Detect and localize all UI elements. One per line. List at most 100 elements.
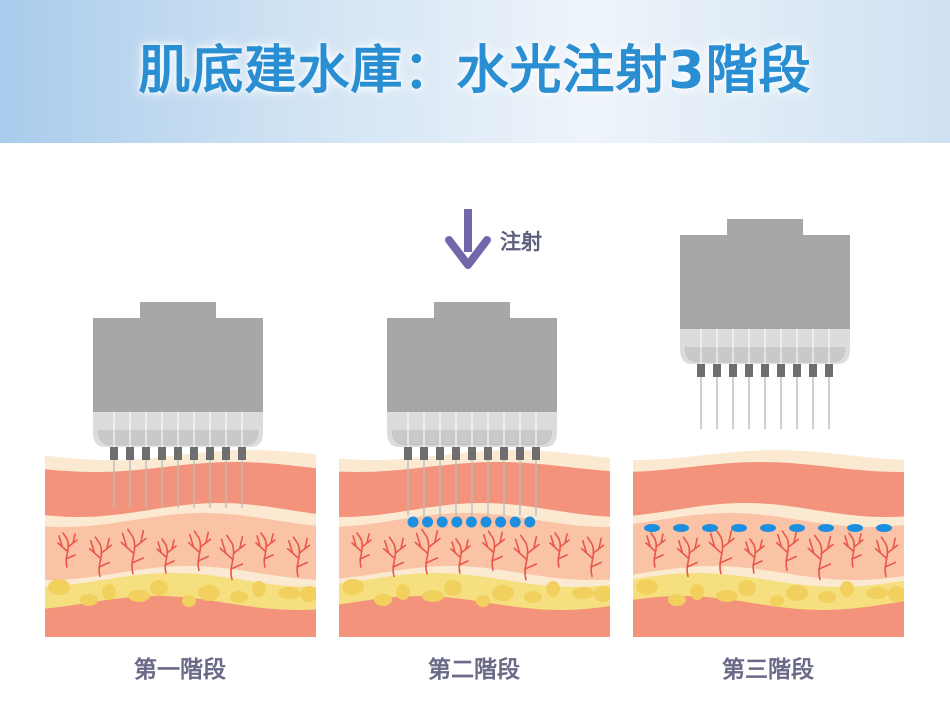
skin-section-2 <box>339 450 610 637</box>
fat-cell <box>818 591 836 603</box>
capillary <box>513 534 540 581</box>
stage-3-label: 第三階段 <box>722 657 814 683</box>
capillary <box>744 538 765 574</box>
capillary <box>57 532 78 568</box>
droplet-spread <box>731 524 747 532</box>
subcutis <box>633 596 904 637</box>
droplet-spread <box>760 524 776 532</box>
fat-cell <box>182 595 196 607</box>
capillary <box>120 528 147 575</box>
subcutis <box>45 596 316 637</box>
droplet-spread <box>789 524 805 532</box>
fat-cell <box>128 590 150 602</box>
fat-cell <box>770 595 784 607</box>
needle-hub <box>158 447 166 460</box>
needle-hub <box>190 447 198 460</box>
fat-cell <box>374 594 392 606</box>
fat-cell <box>230 591 248 603</box>
capillary <box>645 532 666 568</box>
capillary <box>481 530 506 572</box>
needle-hub <box>420 447 428 460</box>
capillary <box>450 538 471 574</box>
capillary <box>676 536 701 578</box>
needle-hub <box>761 364 769 377</box>
needle-hub <box>404 447 412 460</box>
droplet <box>422 516 434 528</box>
droplet-spread <box>702 524 718 532</box>
needle-hub <box>516 447 524 460</box>
droplet-spread <box>847 524 863 532</box>
capillary <box>219 534 246 581</box>
stage-2-label: 第二階段 <box>428 657 520 683</box>
capillary <box>807 534 834 581</box>
droplet-spread <box>876 524 892 532</box>
injection-diagram <box>45 209 904 637</box>
droplet-spread <box>644 524 660 532</box>
needle-hub <box>809 364 817 377</box>
droplet <box>465 516 477 528</box>
needle-hub <box>174 447 182 460</box>
capillary <box>414 528 441 575</box>
needle-hub <box>793 364 801 377</box>
droplet <box>495 516 507 528</box>
needle-hub <box>532 447 540 460</box>
needle-hub <box>825 364 833 377</box>
needle-hub <box>436 447 444 460</box>
capillary <box>187 530 212 572</box>
fat-cell <box>80 594 98 606</box>
subcutis <box>339 596 610 637</box>
droplet <box>480 516 492 528</box>
fat-cell <box>492 585 514 601</box>
inject-arrow-head <box>445 236 491 269</box>
fat-cell <box>422 590 444 602</box>
droplet <box>524 516 536 528</box>
inject-label: 注射 <box>500 230 542 254</box>
needle-hub <box>729 364 737 377</box>
fat-cell <box>524 591 542 603</box>
fat-cell <box>48 579 70 595</box>
fat-cell <box>888 586 904 602</box>
droplet-spread <box>673 524 689 532</box>
capillary <box>255 532 276 568</box>
needle-hub <box>468 447 476 460</box>
needle-hub <box>713 364 721 377</box>
needle-hub <box>110 447 118 460</box>
title-banner <box>0 0 950 143</box>
fat-cell <box>572 587 594 599</box>
fat-cell <box>840 581 854 597</box>
needle-hub <box>142 447 150 460</box>
capillary <box>580 536 605 578</box>
fat-cell <box>476 595 490 607</box>
skin-section-1 <box>45 450 316 637</box>
fat-cell <box>102 584 116 600</box>
device-body <box>387 318 557 414</box>
device-cap <box>434 302 510 322</box>
capillary <box>88 536 113 578</box>
fat-cell <box>594 586 610 602</box>
skin-section-3 <box>633 450 904 637</box>
fat-cell <box>198 585 220 601</box>
needle-hub <box>697 364 705 377</box>
capillary <box>286 536 311 578</box>
fat-cell <box>150 580 168 596</box>
needle-hub <box>484 447 492 460</box>
needle-hub <box>238 447 246 460</box>
device-body <box>680 235 850 331</box>
droplet <box>509 516 521 528</box>
droplet <box>436 516 448 528</box>
device-stage-3 <box>680 219 850 429</box>
stage-1-label: 第一階段 <box>134 657 226 683</box>
needle-hub <box>222 447 230 460</box>
capillary <box>351 532 372 568</box>
fat-cell <box>300 586 316 602</box>
device-cap <box>727 219 803 239</box>
needle-hub <box>500 447 508 460</box>
fat-cell <box>636 579 658 595</box>
fat-cell <box>786 585 808 601</box>
needle-hub <box>777 364 785 377</box>
fat-cell <box>546 581 560 597</box>
droplet <box>407 516 419 528</box>
needle-hub <box>126 447 134 460</box>
fat-cell <box>278 587 300 599</box>
droplet-spread <box>818 524 834 532</box>
